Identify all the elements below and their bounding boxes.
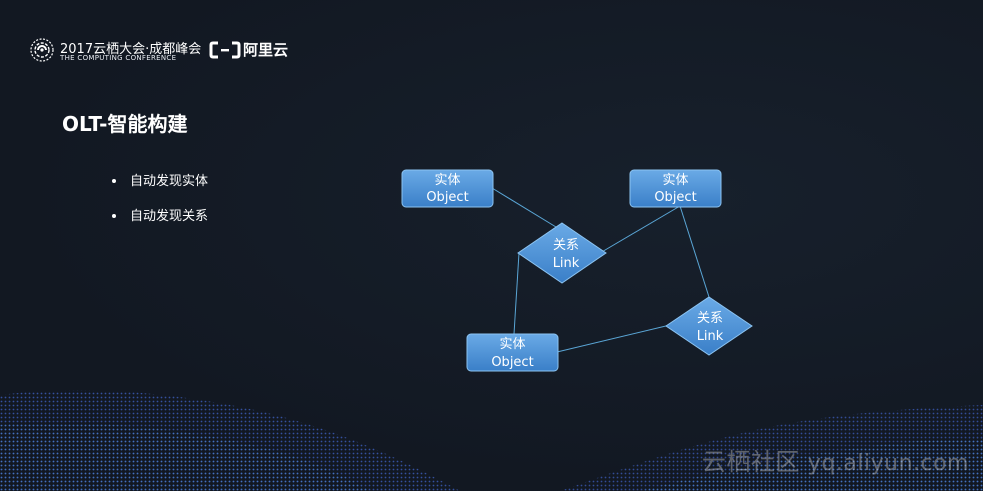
bullet-text: 自动发现关系	[130, 209, 209, 224]
entity-node-object-2: 实体 Object	[629, 169, 722, 208]
conference-title: 2017云栖大会·成都峰会	[60, 42, 202, 57]
entity-label-line2: Object	[654, 190, 696, 205]
edge-object-2-link-2	[679, 205, 710, 298]
bullet-dot-icon	[112, 213, 116, 218]
relation-node-link-1: 关系 Link	[517, 222, 607, 284]
entity-label-line1: 实体	[434, 173, 460, 188]
entity-label-line2: Object	[491, 355, 533, 370]
watermark-site-url: yq.aliyun.com	[807, 451, 969, 476]
entity-label-line1: 实体	[662, 173, 688, 188]
entity-node-object-1: 实体 Object	[401, 169, 494, 208]
relation-node-link-2: 关系 Link	[665, 296, 753, 356]
entity-label-line1: 实体	[499, 337, 525, 352]
relation-label-line1: 关系	[553, 238, 579, 253]
relation-label-line1: 关系	[697, 311, 723, 326]
edge-link-1-object-3	[513, 252, 520, 335]
bullet-text: 自动发现实体	[130, 174, 209, 189]
edge-object-1-link-1	[491, 187, 557, 228]
relation-label-line2: Link	[553, 256, 580, 271]
diagram-edges	[491, 187, 710, 353]
edge-object-3-link-2	[556, 324, 671, 353]
page-title: OLT-智能构建	[62, 112, 188, 136]
edge-link-1-object-2	[599, 205, 681, 254]
alibaba-cloud-logo-icon	[209, 41, 241, 59]
entity-label-line2: Object	[426, 190, 468, 205]
bullet-list: 自动发现实体 自动发现关系	[112, 173, 208, 243]
brand-name: 阿里云	[243, 41, 289, 59]
entity-node-object-3: 实体 Object	[466, 333, 559, 372]
site-watermark: 云栖社区 yq.aliyun.com	[702, 442, 969, 477]
relation-label-line2: Link	[697, 329, 724, 344]
bullet-item: 自动发现实体	[112, 173, 208, 191]
conference-subtitle: THE COMPUTING CONFERENCE	[60, 54, 177, 62]
bullet-item: 自动发现关系	[112, 208, 208, 226]
watermark-site-name: 云栖社区	[701, 448, 800, 476]
bullet-dot-icon	[112, 178, 116, 183]
conference-logo-icon	[30, 38, 54, 62]
